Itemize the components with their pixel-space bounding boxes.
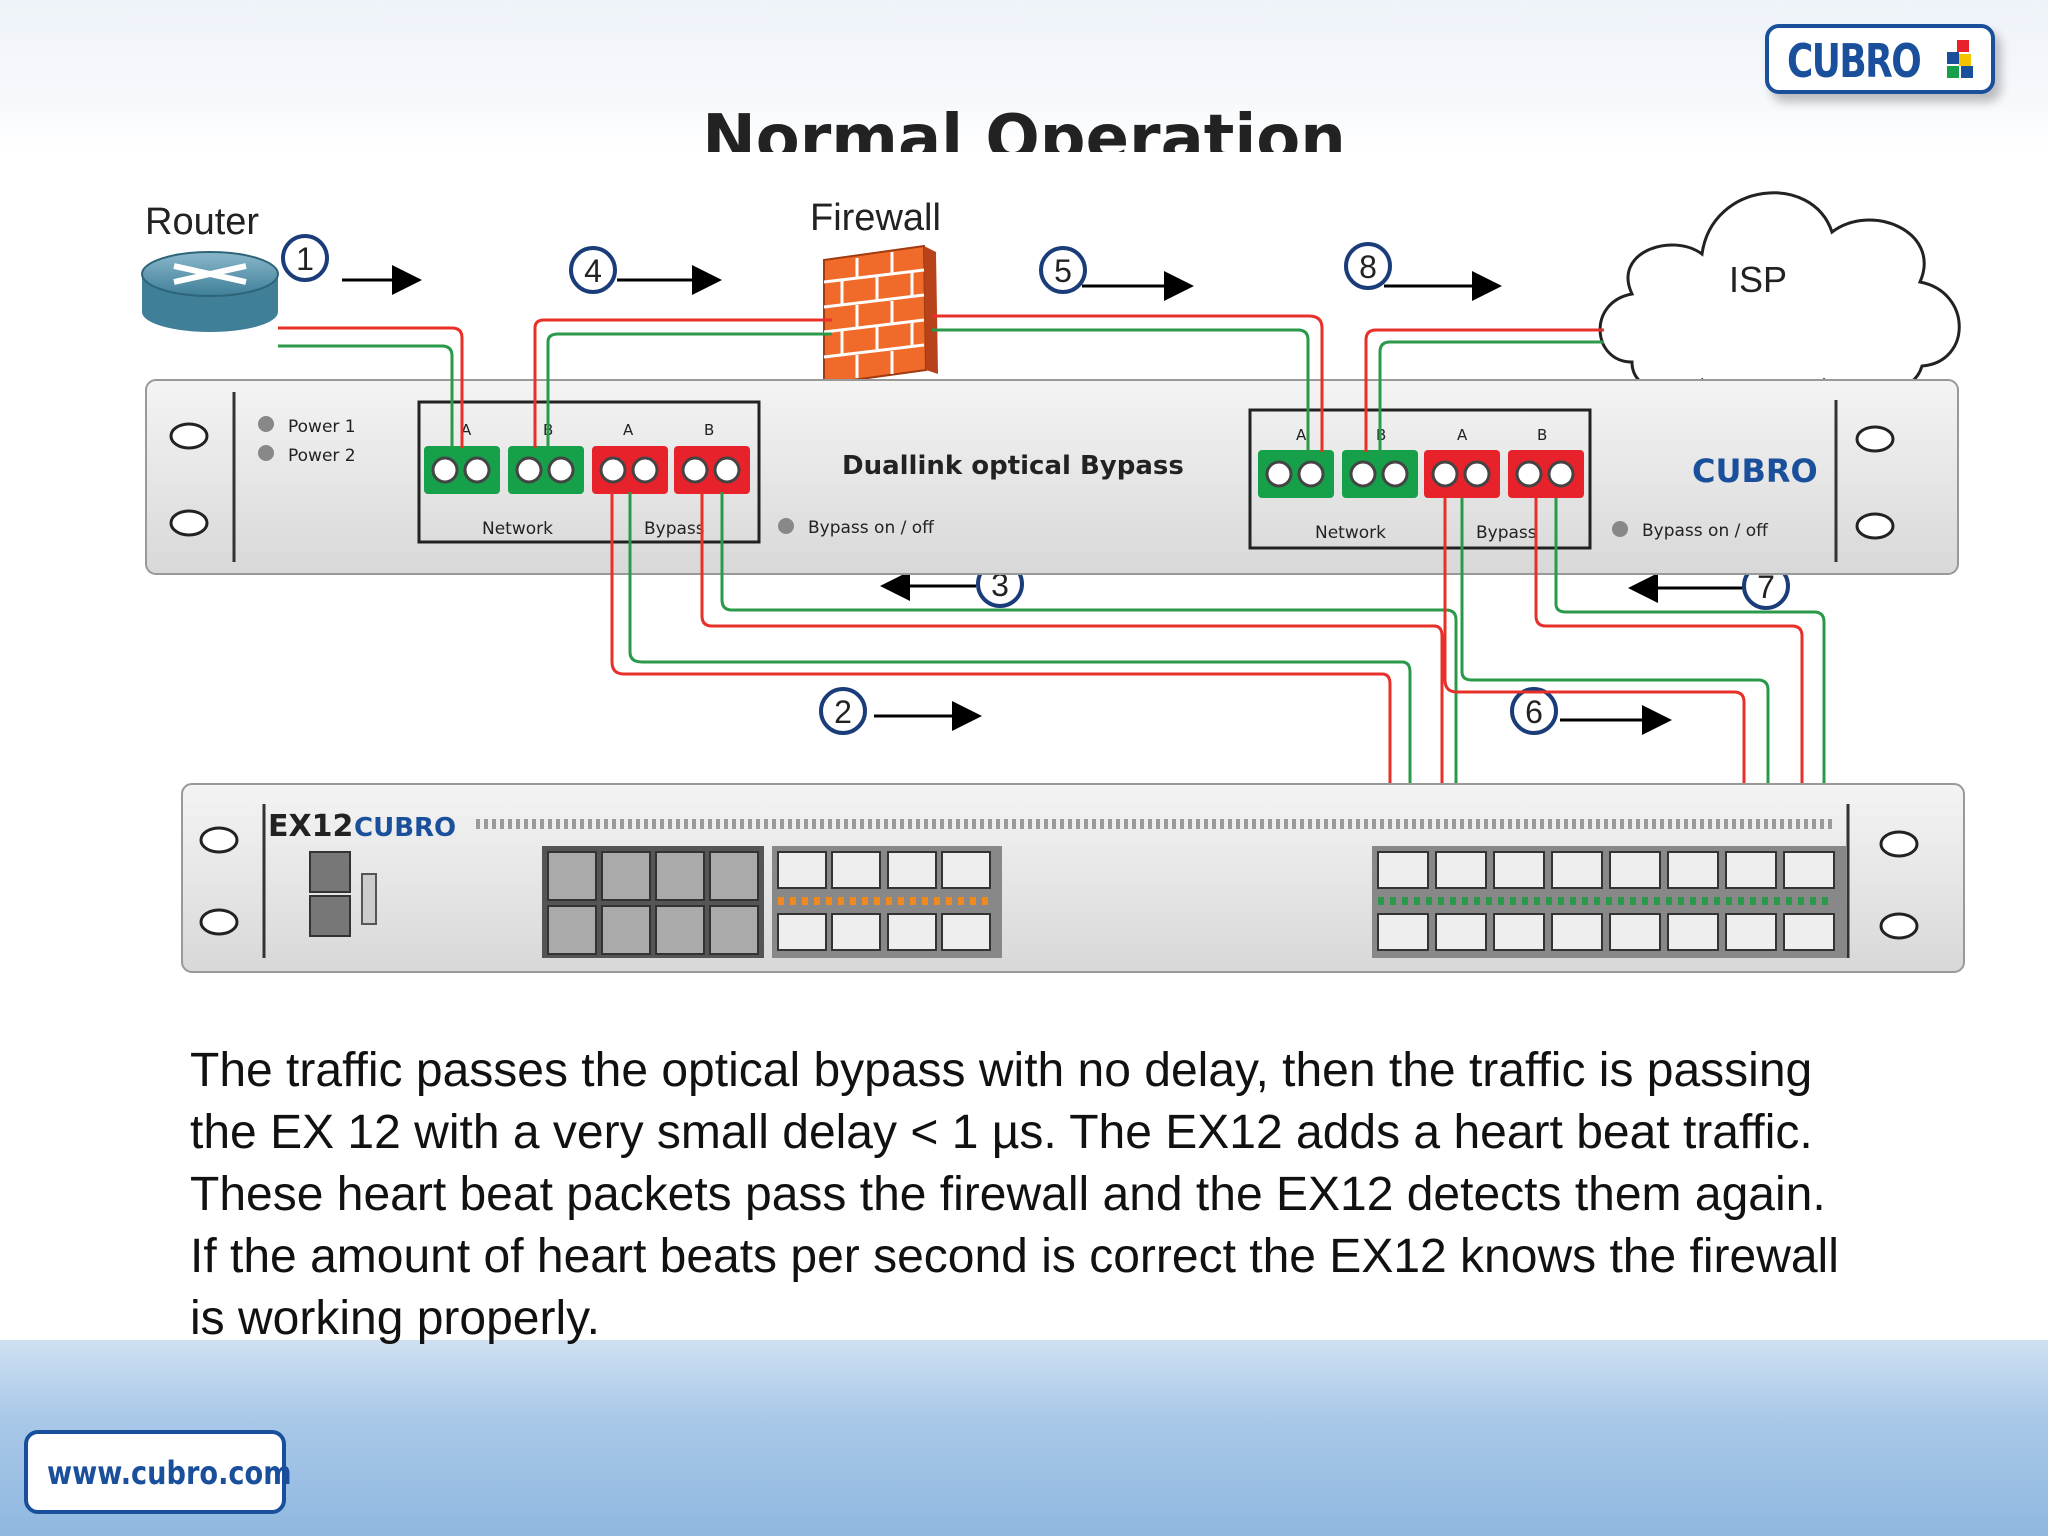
sfp-port-block-left	[772, 846, 1002, 958]
router-label: Router	[145, 201, 259, 243]
power-led-icon	[258, 445, 274, 461]
caption-line: If the amount of heart beats per second …	[190, 1230, 1839, 1283]
sfp-port-block-right	[1372, 846, 1846, 958]
isp-cloud: ISP	[1598, 191, 1961, 403]
bypass-switch-label-left: Bypass on / off	[808, 518, 935, 538]
bypass-label-left: Bypass	[644, 519, 705, 539]
flow-arrows	[342, 265, 1744, 735]
rj45-port-block	[542, 846, 764, 958]
port-group-right	[1258, 450, 1584, 498]
svg-text:B: B	[1537, 426, 1547, 444]
mount-hole-icon	[169, 422, 209, 450]
mount-hole-icon	[199, 826, 239, 854]
background-bottom	[0, 1340, 2048, 1536]
step-4-marker: 4	[569, 246, 617, 294]
bypass-led-icon	[1612, 521, 1628, 537]
diagram-area: Router Firewall ISP	[112, 152, 2012, 992]
bypass-unit-name: Duallink optical Bypass	[842, 451, 1184, 481]
power1-label: Power 1	[288, 417, 356, 437]
svg-text:A: A	[1457, 426, 1468, 444]
power2-label: Power 2	[288, 446, 356, 466]
mount-hole-icon	[1855, 425, 1895, 453]
caption-line: the EX 12 with a very small delay < 1 µs…	[190, 1106, 1813, 1159]
firewall-device: Firewall	[810, 197, 941, 386]
network-label-left: Network	[482, 519, 553, 539]
mount-hole-icon	[1855, 512, 1895, 540]
caption-line: These heart beat packets pass the firewa…	[190, 1168, 1826, 1221]
svg-text:4: 4	[584, 253, 602, 289]
mgmt-port	[309, 851, 351, 893]
mount-hole-icon	[199, 908, 239, 936]
caption-line: is working properly.	[190, 1292, 600, 1345]
ex12-model-label: EX12	[268, 809, 353, 844]
power-led-icon	[258, 416, 274, 432]
background-top	[0, 0, 2048, 150]
fiber-cables	[278, 314, 1826, 858]
ex12-unit: EX12 CUBRO	[181, 783, 1965, 973]
svg-text:1: 1	[296, 241, 314, 277]
svg-text:A: A	[1296, 426, 1307, 444]
brand-logo: CUBRO	[1765, 24, 1995, 94]
bypass-unit: Power 1 Power 2 Duallink optical Bypass …	[145, 379, 1959, 575]
logo-squares-icon	[1947, 40, 1973, 78]
step-8-marker: 8	[1344, 242, 1392, 290]
isp-label: ISP	[1729, 259, 1787, 300]
port-group-left	[424, 446, 750, 494]
step-1-marker: 1	[281, 234, 329, 282]
step-6-marker: 6	[1510, 687, 1558, 735]
bypass-switch-label-right: Bypass on / off	[1642, 521, 1769, 541]
step-5-marker: 5	[1039, 246, 1087, 294]
svg-text:7: 7	[1757, 569, 1775, 605]
network-label-right: Network	[1315, 523, 1386, 543]
mount-hole-icon	[1879, 912, 1919, 940]
svg-text:6: 6	[1525, 694, 1543, 730]
step-2-marker: 2	[819, 687, 867, 735]
ex12-brand-logo: CUBRO	[354, 813, 456, 843]
svg-text:A: A	[623, 421, 634, 439]
website-badge[interactable]: www.cubro.com	[24, 1430, 292, 1514]
mount-hole-icon	[169, 509, 209, 537]
step-markers: 1 4 5 8 3 7 2 6	[281, 234, 1790, 735]
svg-text:B: B	[704, 421, 714, 439]
svg-text:3: 3	[991, 567, 1009, 603]
router-device: Router	[141, 201, 279, 332]
mgmt-port	[309, 895, 351, 937]
caption: The traffic passes the optical bypass wi…	[190, 1040, 1970, 1350]
svg-text:8: 8	[1359, 249, 1377, 285]
bypass-label-right: Bypass	[1476, 523, 1537, 543]
brick-wall-icon	[823, 252, 925, 378]
caption-line: The traffic passes the optical bypass wi…	[190, 1044, 1813, 1097]
router-arrows-icon	[173, 263, 247, 285]
svg-text:5: 5	[1054, 253, 1072, 289]
firewall-label: Firewall	[810, 197, 941, 239]
bypass-brand-logo: CUBRO	[1692, 452, 1818, 490]
network-diagram: Router Firewall ISP	[141, 191, 1965, 973]
website-link[interactable]: www.cubro.com	[47, 1454, 292, 1492]
mount-hole-icon	[1879, 830, 1919, 858]
svg-text:2: 2	[834, 694, 852, 730]
bypass-led-icon	[778, 518, 794, 534]
svg-text:A: A	[461, 421, 472, 439]
brand-logo-text: CUBRO	[1787, 34, 1922, 88]
